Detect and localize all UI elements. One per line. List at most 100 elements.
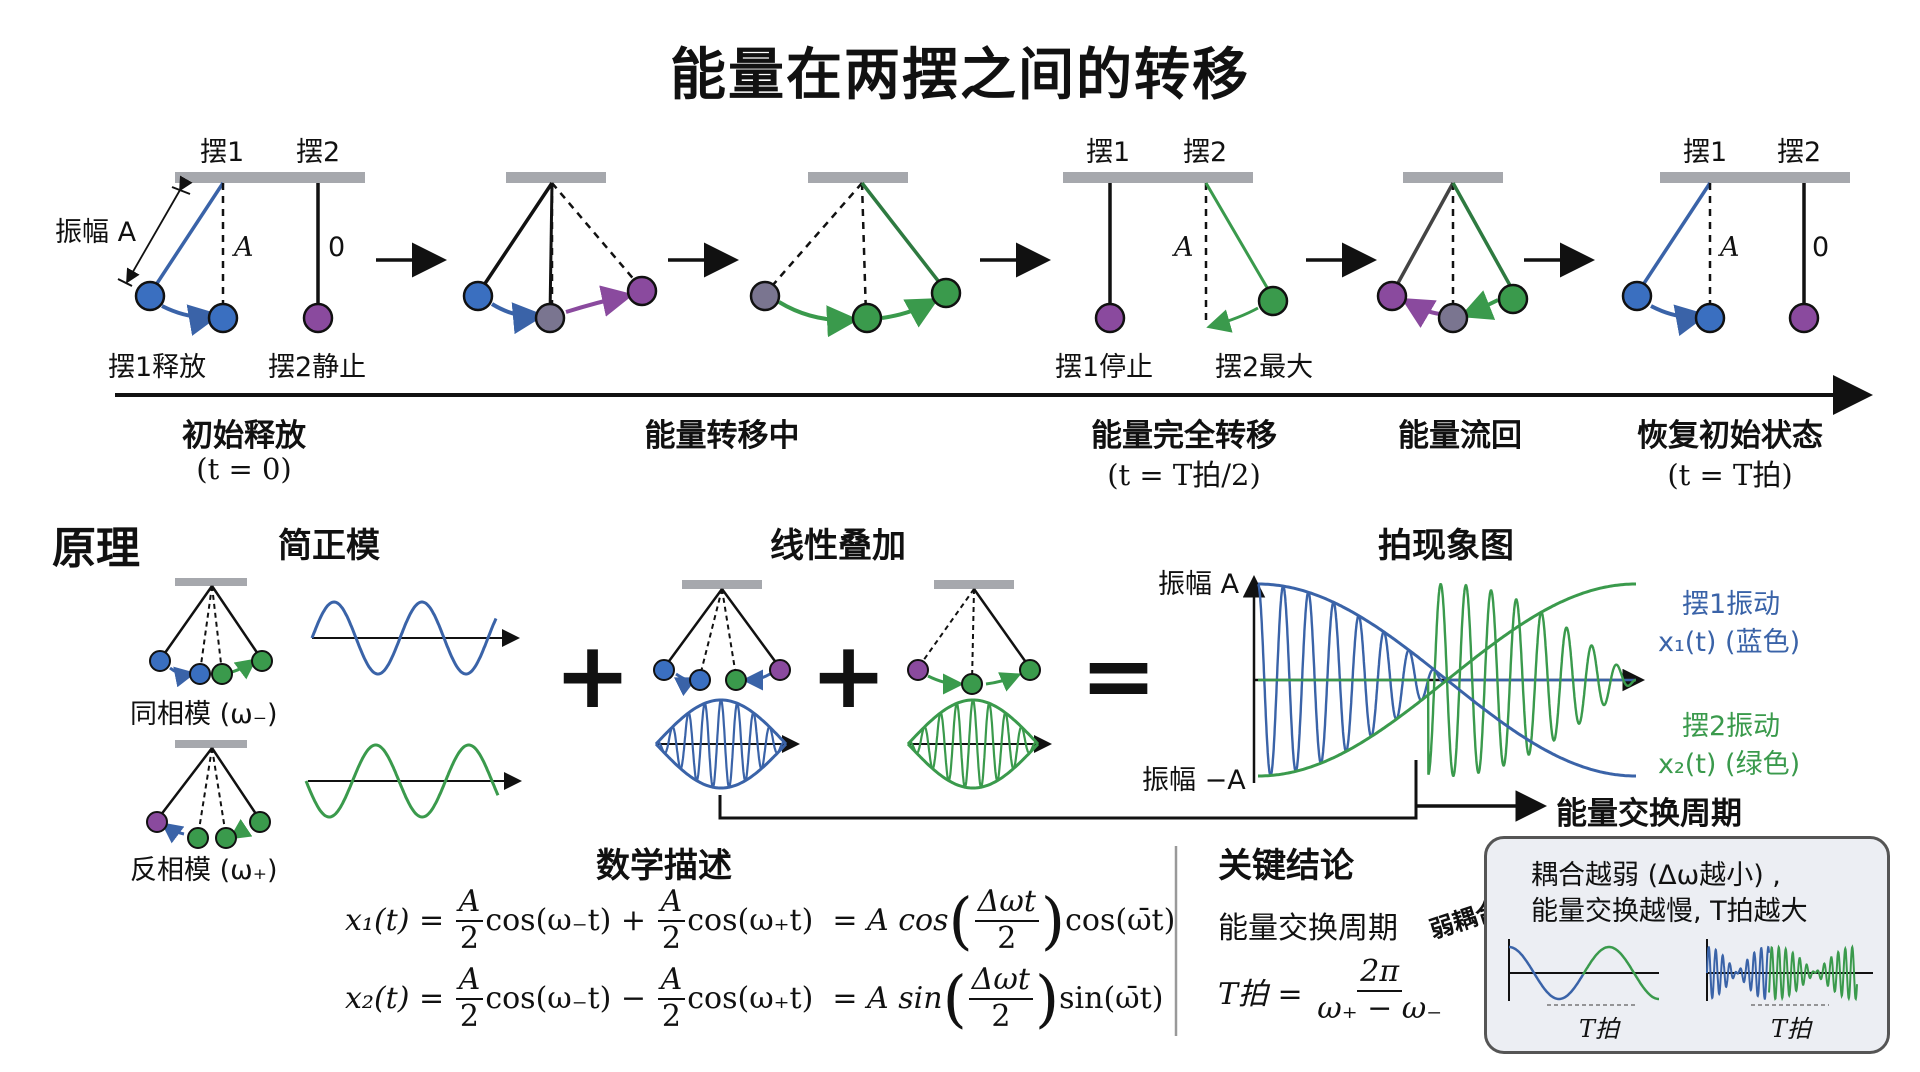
stage-5-pendulums — [1376, 172, 1529, 334]
term: sin(ω̄t) — [1059, 981, 1164, 1016]
plus-sign: + — [554, 622, 632, 729]
stage-name: 恢复初始状态 — [1637, 418, 1823, 454]
frac-den: ω₊ − ω₋ — [1317, 990, 1443, 1026]
label-pendulum-2: 摆2 — [1777, 137, 1822, 168]
frac-num: Δωt — [968, 962, 1033, 1000]
callout-period-label: T拍 — [1771, 1015, 1812, 1043]
frac-den: 2 — [997, 920, 1017, 956]
label-pendulum-1: 摆1 — [1683, 137, 1728, 168]
pendulum-2-vibration-label: 摆2振动 — [1682, 711, 1781, 742]
stage-name: 能量完全转移 — [1091, 418, 1277, 454]
callout-line-1: 耦合越弱 (Δω越小) , — [1531, 860, 1781, 891]
amplitude-negative-label: 振幅 −A — [1142, 765, 1246, 796]
stage-name: 能量流回 — [1398, 418, 1522, 454]
pendulum-1-vibration-label: 摆1振动 — [1682, 589, 1781, 620]
anti-phase-wave — [304, 743, 500, 819]
formula-lhs: T拍 = — [1218, 976, 1303, 1012]
stage-3-pendulums — [749, 172, 962, 338]
label-amplitude: 振幅 A — [55, 217, 137, 248]
label-release-1: 摆1释放 — [108, 352, 207, 383]
stage-name: 初始释放 — [182, 418, 306, 454]
conclusion-heading: 关键结论 — [1218, 846, 1354, 886]
term: cos(ω₊t) — [687, 981, 814, 1016]
pendulum-2-symbol-label: x₂(t) (绿色) — [1658, 749, 1801, 780]
term: cos(ω₋t) — [485, 981, 612, 1016]
frac-num: A — [657, 962, 686, 1000]
in-phase-wave — [310, 600, 498, 676]
term: cos(ω̄t) — [1065, 903, 1176, 938]
label-stop-1: 摆1停止 — [1055, 352, 1154, 383]
eq-lhs: x₂(t) = — [345, 981, 445, 1016]
frac-den: 2 — [459, 998, 480, 1034]
in-phase-mode-pendulums — [149, 578, 273, 688]
beat-plot — [1242, 575, 1645, 783]
operator: − — [620, 981, 647, 1016]
superposition-green-wave — [907, 698, 1039, 789]
superposition-pendulums-2 — [907, 580, 1041, 695]
plus-sign: + — [810, 622, 888, 729]
label-pendulum-2: 摆2 — [296, 137, 341, 168]
superposition-heading: 线性叠加 — [770, 526, 906, 566]
stage-4-pendulums — [1063, 172, 1289, 334]
term: A cos — [867, 903, 949, 938]
label-A: A — [234, 232, 254, 263]
principle-heading: 原理 — [52, 523, 140, 574]
frac-num: Δωt — [974, 884, 1039, 922]
label-pendulum-1: 摆1 — [1086, 137, 1131, 168]
eq-lhs: x₁(t) = — [345, 903, 445, 938]
callout-line-2: 能量交换越慢, T拍越大 — [1531, 896, 1808, 927]
equals-sign: = — [1080, 622, 1158, 729]
frac-num: A — [455, 884, 484, 922]
callout-graphs — [1508, 939, 1873, 1006]
term: A sin — [867, 981, 943, 1016]
label-rest-2: 摆2静止 — [268, 352, 367, 383]
pendulum-1-symbol-label: x₁(t) (蓝色) — [1658, 627, 1801, 658]
stage-name: 能量转移中 — [644, 418, 800, 454]
stage-1-pendulums — [117, 172, 365, 336]
frac-num: 2π — [1357, 954, 1403, 992]
support-bar — [175, 172, 365, 183]
normal-modes-heading: 简正模 — [278, 526, 380, 566]
weak-coupling-callout: 耦合越弱 (Δω越小) , 能量交换越慢, T拍越大 T拍 T拍 — [1484, 836, 1890, 1054]
label-zero: 0 — [328, 232, 346, 263]
label-zero: 0 — [1812, 232, 1830, 263]
stage-time: (t = T拍) — [1667, 458, 1793, 492]
frac-num: A — [657, 884, 686, 922]
beat-heading: 拍现象图 — [1378, 526, 1514, 566]
period-label: 能量交换周期 — [1218, 911, 1398, 946]
frac-den: 2 — [459, 920, 480, 956]
frac-den: 2 — [661, 998, 681, 1034]
page-title: 能量在两摆之间的转移 — [670, 43, 1250, 108]
frac-den: 2 — [661, 920, 681, 956]
term: cos(ω₊t) — [687, 903, 814, 938]
label-pendulum-2: 摆2 — [1183, 137, 1228, 168]
stage-2-pendulums — [462, 172, 658, 335]
operator: = — [832, 903, 858, 938]
stage-time: (t = 0) — [196, 452, 292, 486]
stage-6-pendulums — [1621, 172, 1850, 337]
label-pendulum-1: 摆1 — [200, 137, 245, 168]
callout-period-label: T拍 — [1579, 1015, 1620, 1043]
period-bracket — [718, 760, 1418, 820]
label-A: A — [1720, 232, 1740, 263]
operator: = — [832, 981, 858, 1016]
superposition-blue-wave — [655, 698, 787, 789]
amplitude-positive-label: 振幅 A — [1158, 569, 1240, 600]
label-max-2: 摆2最大 — [1215, 352, 1314, 383]
label-A: A — [1174, 232, 1194, 263]
frac-den: 2 — [991, 998, 1011, 1034]
operator: + — [620, 903, 647, 938]
superposition-pendulums-1 — [653, 580, 791, 697]
stage-time: (t = T拍/2) — [1107, 458, 1261, 492]
exchange-period-label: 能量交换周期 — [1556, 796, 1742, 832]
term: cos(ω₋t) — [485, 903, 612, 938]
in-phase-label: 同相模 (ω₋) — [130, 699, 278, 730]
anti-phase-label: 反相模 (ω₊) — [130, 855, 278, 886]
frac-num: A — [455, 962, 484, 1000]
math-heading: 数学描述 — [596, 846, 732, 886]
